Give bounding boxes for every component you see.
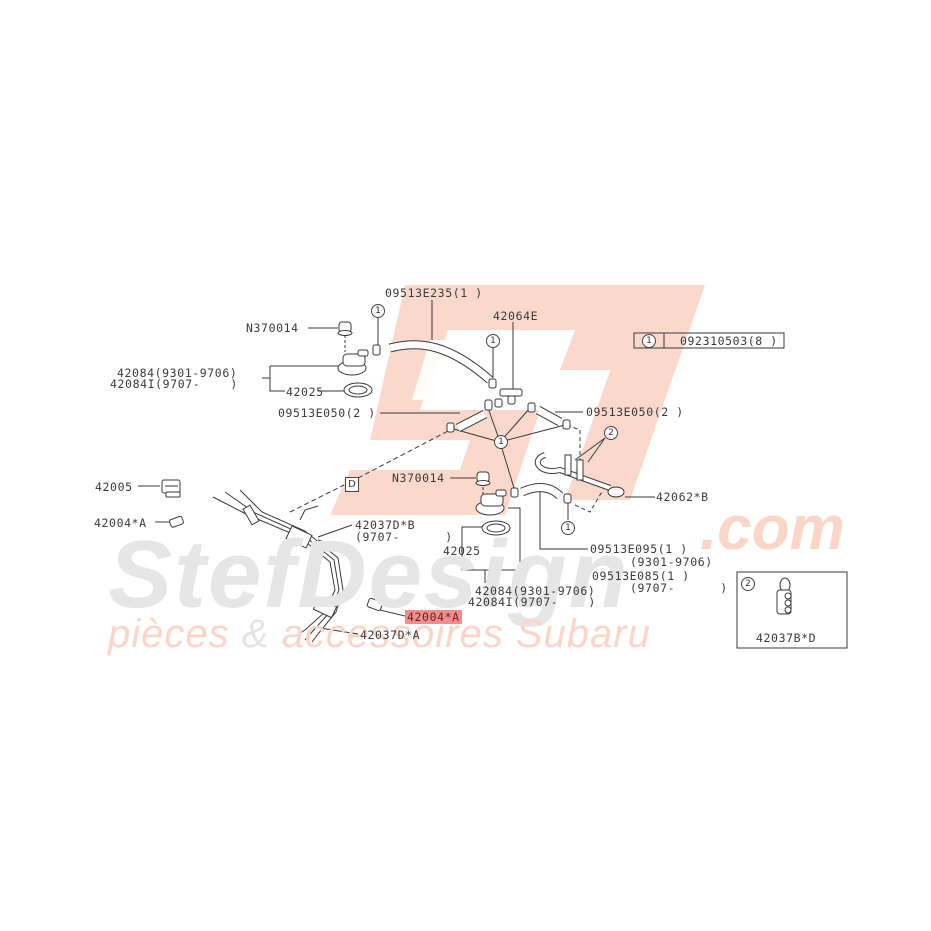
label-valve-bot-b[interactable]: 42084I(9707- ) <box>468 595 596 609</box>
clip-42004-icon <box>366 597 383 612</box>
nut-icon <box>475 471 491 486</box>
label-hose-095-range: (9301-9706) <box>630 555 713 569</box>
label-pipe-42037db-range: (9707- ) <box>355 530 453 544</box>
pipe-assembly-icon <box>534 452 625 498</box>
clip-icon <box>510 487 519 498</box>
clip-icon <box>372 344 381 356</box>
label-clip-42004a-highlighted[interactable]: 42004*A <box>405 610 462 624</box>
label-valve-top-b[interactable]: 42084I(9707- ) <box>110 377 238 391</box>
legend-circle-2-symbol: 2 <box>741 577 755 591</box>
t-joint-icon <box>494 388 523 408</box>
legend-circle-1-symbol: 1 <box>642 334 656 348</box>
label-pipe-42037db[interactable]: 42037D*B <box>355 518 416 532</box>
clip-icon <box>562 419 571 430</box>
diagram-lines <box>138 300 848 649</box>
fuel-pipe-harness-icon <box>212 489 344 643</box>
label-hose-085[interactable]: 09513E085(1 ) <box>592 569 690 583</box>
label-nut-mid[interactable]: N370014 <box>392 471 445 485</box>
circle-2-marker: 2 <box>604 426 618 440</box>
part-drawings <box>161 321 792 643</box>
valve-icon <box>337 349 369 376</box>
nut-icon <box>337 321 353 336</box>
label-pipe-42062b[interactable]: 42062*B <box>656 490 709 504</box>
label-gasket-mid[interactable]: 42025 <box>443 544 481 558</box>
label-nut-top[interactable]: N370014 <box>246 321 299 335</box>
label-hose-050-right[interactable]: 09513E050(2 ) <box>586 405 684 419</box>
label-valve-bot-a[interactable]: 42084(9301-9706) <box>475 584 596 598</box>
watermark-tagline-amp: & <box>241 612 270 656</box>
label-pipe-42037da[interactable]: 42037D*A <box>360 628 421 642</box>
label-hose-050-left[interactable]: 09513E050(2 ) <box>278 406 376 420</box>
circle-1-marker: 1 <box>371 304 385 318</box>
circle-1-marker: 1 <box>486 334 500 348</box>
clip-icon <box>484 399 493 411</box>
gasket-icon <box>481 520 511 536</box>
watermark-tagline: pièces & accessoires Subaru <box>108 612 651 657</box>
watermark-tagline-left: pièces <box>108 612 230 656</box>
watermark-tagline-right: accessoires Subaru <box>281 612 651 656</box>
circle-1-marker: 1 <box>561 521 575 535</box>
circle-1-hub-marker: 1 <box>494 435 508 449</box>
ref-d-marker: D <box>345 477 359 492</box>
label-gasket-top[interactable]: 42025 <box>286 385 324 399</box>
legend-circle-1-part[interactable]: 092310503(8 ) <box>680 334 778 348</box>
gasket-icon <box>343 382 373 398</box>
watermark-tld: .com <box>700 494 845 563</box>
legend-circle-2-part[interactable]: 42037B*D <box>756 631 817 645</box>
label-hose-085-range: (9707- ) <box>630 581 728 595</box>
clip-42004-icon <box>169 515 184 528</box>
label-clip-42005[interactable]: 42005 <box>95 480 133 494</box>
label-joint-42064e[interactable]: 42064E <box>493 309 539 323</box>
clip-42037b-icon <box>776 577 792 615</box>
clip-icon <box>446 422 455 433</box>
label-hose-235[interactable]: 09513E235(1 ) <box>385 286 483 300</box>
clip-icon <box>527 402 536 413</box>
watermark-brand: StefDesign <box>108 521 630 628</box>
label-clip-42004a-left[interactable]: 42004*A <box>94 516 147 530</box>
valve-icon <box>475 489 507 516</box>
clip-42005-icon <box>161 479 181 498</box>
label-valve-top-a[interactable]: 42084(9301-9706) <box>117 366 238 380</box>
clip-icon <box>488 378 497 389</box>
clip-icon <box>563 493 572 504</box>
label-hose-095[interactable]: 09513E095(1 ) <box>590 542 688 556</box>
